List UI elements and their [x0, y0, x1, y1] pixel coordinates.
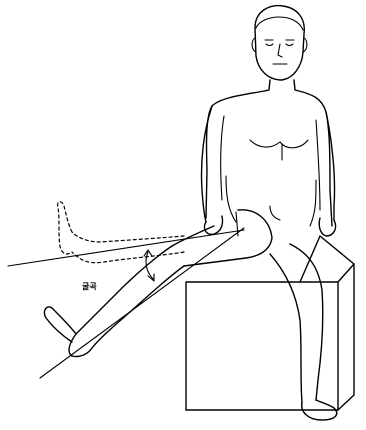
left-arm: [201, 106, 224, 234]
right-arm: [316, 112, 336, 236]
head: [252, 6, 307, 80]
extended-leg-dashed: [58, 202, 184, 263]
flexion-label: 굴곡: [82, 282, 97, 291]
goniometer-lines: [8, 228, 244, 378]
hanging-leg: [270, 244, 337, 420]
torso: [206, 80, 332, 226]
flexed-lower-leg: [44, 246, 184, 357]
